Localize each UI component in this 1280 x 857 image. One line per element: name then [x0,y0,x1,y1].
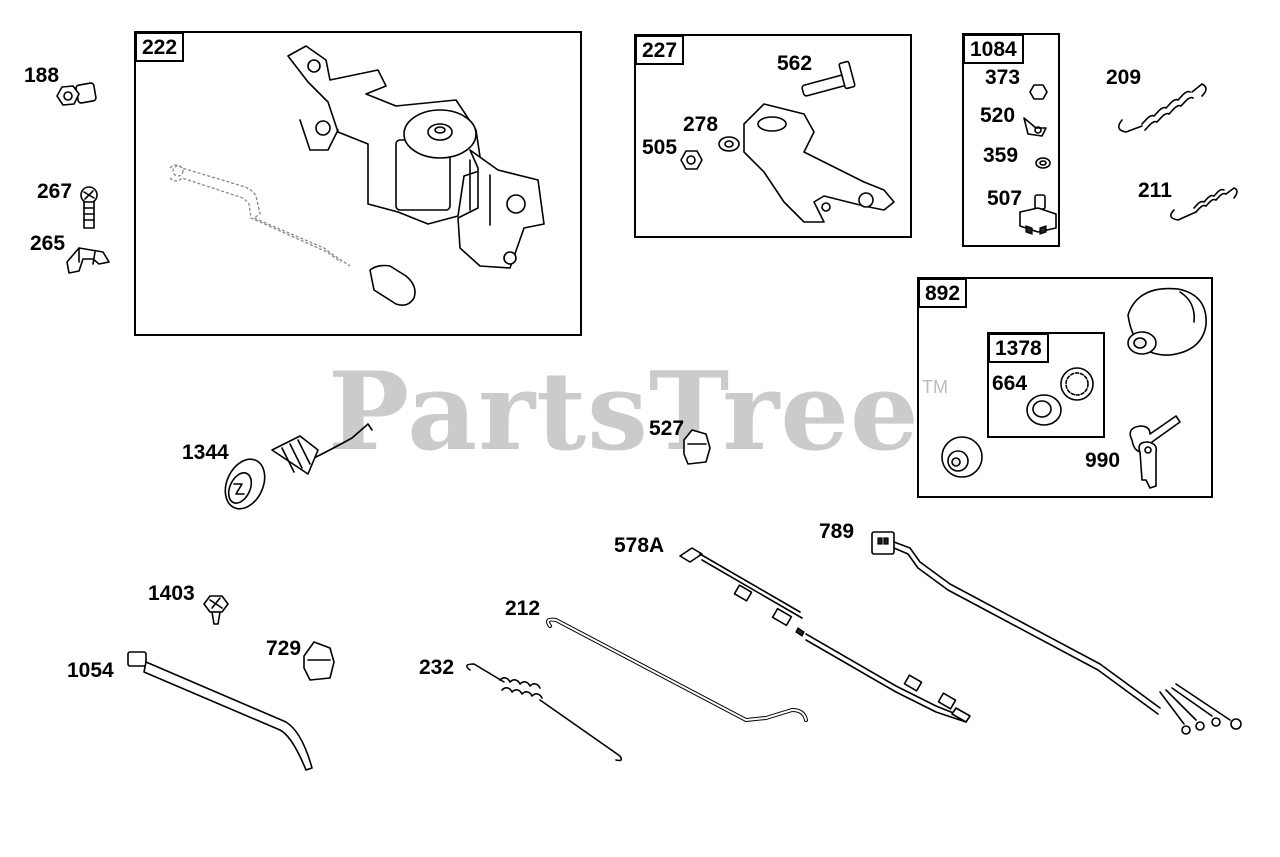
callout-729[interactable]: 729 [266,637,302,660]
part-278-washer [718,136,740,152]
part-1344-choke-cable [224,423,373,510]
callout-578A[interactable]: 578A [614,534,665,557]
callout-212[interactable]: 212 [505,597,541,620]
callout-232[interactable]: 232 [419,656,455,679]
part-527-clip [683,429,711,465]
part-789-wire-harness [871,531,1242,735]
part-578A-wire-harness [679,547,971,723]
group-box-892 [917,277,1213,498]
part-892-ignition-switch [1127,287,1207,356]
callout-188[interactable]: 188 [24,64,60,87]
callout-1054[interactable]: 1054 [67,659,114,682]
group-label-227: 227 [635,35,685,65]
part-227-brake-bracket [743,103,895,223]
group-label-222: 222 [135,32,185,62]
callout-265[interactable]: 265 [30,232,66,255]
callout-664[interactable]: 664 [992,372,1028,395]
group-label-892: 892 [918,278,968,308]
callout-520[interactable]: 520 [980,104,1016,127]
part-1054-cable-tie [127,651,313,771]
group-label-1378: 1378 [988,333,1049,363]
callout-789[interactable]: 789 [819,520,855,543]
callout-1344[interactable]: 1344 [182,441,229,464]
group-box-227 [634,34,912,238]
part-729-clip [303,641,335,681]
part-664-nut [1026,394,1062,426]
callout-373[interactable]: 373 [985,66,1021,89]
part-211-spring [1170,187,1238,221]
callout-267[interactable]: 267 [37,180,73,203]
part-359-washer [1035,157,1051,169]
part-562-bolt [801,60,856,97]
part-188-screw [56,82,97,106]
callout-1403[interactable]: 1403 [148,582,195,605]
callout-562[interactable]: 562 [777,52,813,75]
part-373-nut [1029,84,1048,100]
callout-278[interactable]: 278 [683,113,719,136]
part-507-switch [1019,194,1057,235]
group-box-222 [134,31,582,336]
part-505-nut [680,150,703,170]
part-990-keys [1129,415,1181,489]
watermark-trademark: TM [922,377,948,397]
part-1403-screw [203,595,229,625]
part-520-clip [1023,117,1047,137]
callout-527[interactable]: 527 [649,417,685,440]
part-212-rod [546,617,808,722]
group-label-1084: 1084 [963,34,1024,64]
callout-209[interactable]: 209 [1106,66,1142,89]
part-267-screw [80,186,98,229]
watermark-parts-tree: PartsTree [328,349,920,475]
callout-211[interactable]: 211 [1138,179,1172,202]
part-892-bezel [941,436,983,478]
part-232-spring [466,663,623,762]
callout-505[interactable]: 505 [642,136,678,159]
callout-507[interactable]: 507 [987,187,1023,210]
callout-990[interactable]: 990 [1085,449,1121,472]
part-1378-lock-ring [1060,367,1094,401]
part-222-bracket-assembly [169,45,545,306]
part-209-spring [1118,83,1207,133]
callout-359[interactable]: 359 [983,144,1019,167]
part-265-clamp [66,247,110,274]
